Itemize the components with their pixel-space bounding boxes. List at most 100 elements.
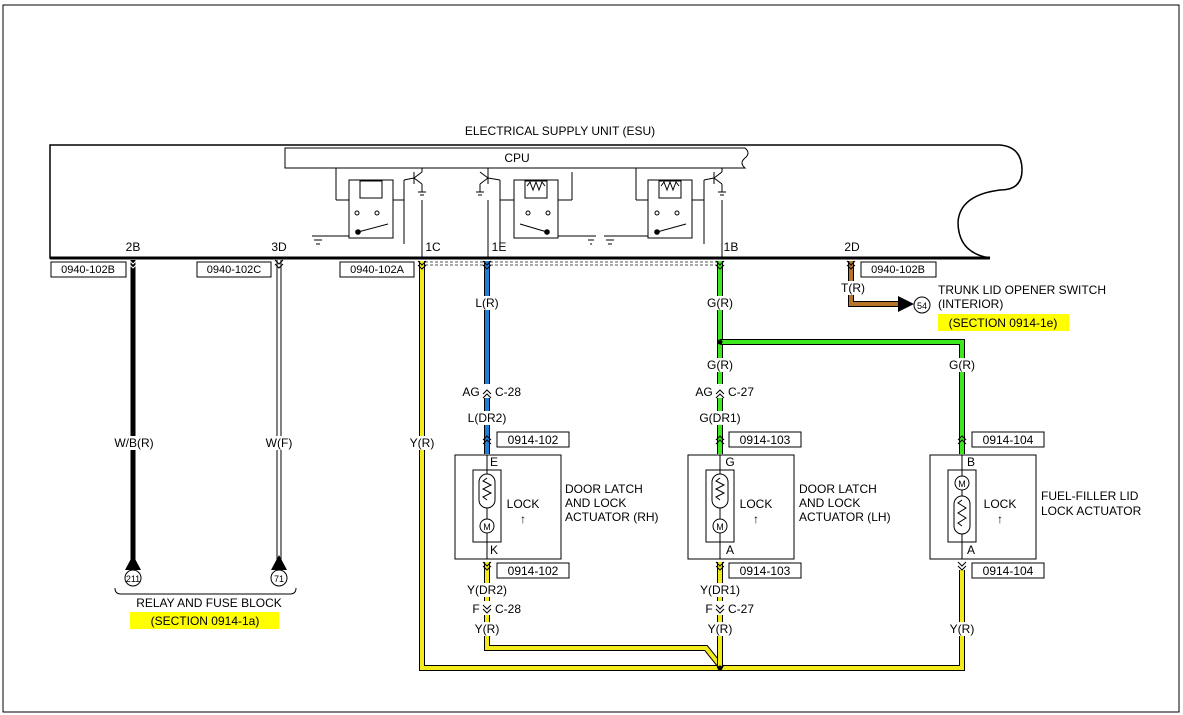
actuator-lh-pin-top: G bbox=[725, 455, 734, 469]
trunk-section: (SECTION 0914-1e) bbox=[949, 316, 1058, 330]
actuator-fuel-filler: M B A LOCK ↑ bbox=[929, 454, 1037, 560]
svg-text:71: 71 bbox=[274, 574, 284, 584]
svg-text:M: M bbox=[483, 522, 491, 532]
svg-text:54: 54 bbox=[917, 301, 927, 311]
wire-label-g-dr1: G(DR1) bbox=[699, 411, 740, 425]
pin-1c: 1C bbox=[425, 240, 441, 254]
wire-brown-2d bbox=[846, 260, 914, 312]
pin-1b: 1B bbox=[724, 240, 739, 254]
splice-ag-c27: AG C-27 bbox=[691, 384, 754, 399]
svg-text:M: M bbox=[958, 479, 966, 489]
connector-shell-dashes bbox=[420, 261, 722, 266]
pin-2b: 2B bbox=[126, 240, 141, 254]
svg-text:0914-103: 0914-103 bbox=[740, 564, 791, 578]
connector-0914-104-bottom: 0914-104 bbox=[957, 561, 1045, 579]
connector-0914-103-top: 0914-103 bbox=[715, 431, 802, 448]
wire-wb-r: W/B(R) bbox=[112, 259, 156, 570]
actuator-lh-pin-bot: A bbox=[726, 543, 734, 557]
svg-text:AG: AG bbox=[462, 385, 479, 399]
svg-text:C-27: C-27 bbox=[728, 602, 754, 616]
actuator-lh-name-2: AND LOCK bbox=[799, 496, 860, 510]
actuator-rh-name-1: DOOR LATCH bbox=[565, 482, 643, 496]
actuator-lh-arrow: ↑ bbox=[753, 512, 759, 526]
wire-label-y-r-rh: Y(R) bbox=[475, 622, 500, 636]
trunk-switch-line2: (INTERIOR) bbox=[938, 297, 1003, 311]
trunk-section-highlight bbox=[938, 314, 1069, 331]
relay-block-section: (SECTION 0914-1a) bbox=[151, 614, 260, 628]
actuator-ff-pin-top: B bbox=[967, 455, 975, 469]
relay-block-label: RELAY AND FUSE BLOCK bbox=[136, 596, 282, 610]
wire-label-g-r-right: G(R) bbox=[949, 358, 975, 372]
svg-text:0914-102: 0914-102 bbox=[508, 564, 559, 578]
svg-text:W/B(R): W/B(R) bbox=[114, 436, 153, 450]
wire-yellow-1c: Y(R) bbox=[407, 260, 965, 671]
esu-title: ELECTRICAL SUPPLY UNIT (ESU) bbox=[465, 124, 655, 138]
wire-label-g-r-mid: G(R) bbox=[707, 358, 733, 372]
actuator-ff-arrow: ↑ bbox=[997, 512, 1003, 526]
splice-ag-c28: AG C-28 bbox=[458, 384, 521, 399]
connector-0940-102c: 0940-102C bbox=[196, 261, 272, 278]
cpu-label: CPU bbox=[504, 151, 529, 165]
actuator-rh-name-2: AND LOCK bbox=[565, 496, 626, 510]
wire-label-t-r: T(R) bbox=[841, 281, 865, 295]
wire-label-y-dr2: Y(DR2) bbox=[467, 583, 507, 597]
connector-0914-103-bottom: 0914-103 bbox=[715, 561, 802, 579]
svg-text:0914-104: 0914-104 bbox=[983, 433, 1034, 447]
svg-text:Y(R): Y(R) bbox=[410, 436, 435, 450]
svg-text:211: 211 bbox=[126, 574, 140, 584]
svg-text:0914-102: 0914-102 bbox=[508, 433, 559, 447]
connector-0914-102-top: 0914-102 bbox=[482, 431, 570, 448]
svg-text:C-28: C-28 bbox=[495, 385, 521, 399]
relay-block-bracket bbox=[114, 587, 297, 595]
actuator-lh-name-1: DOOR LATCH bbox=[799, 482, 877, 496]
relay-3 bbox=[604, 168, 726, 245]
actuator-rh-arrow: ↑ bbox=[520, 512, 526, 526]
wire-label-l-r: L(R) bbox=[475, 296, 498, 310]
svg-text:0914-104: 0914-104 bbox=[983, 564, 1034, 578]
svg-text:0940-102B: 0940-102B bbox=[871, 264, 925, 276]
connector-0940-102b-right: 0940-102B bbox=[860, 261, 937, 278]
wire-label-y-dr1: Y(DR1) bbox=[700, 583, 740, 597]
svg-text:0940-102A: 0940-102A bbox=[350, 264, 404, 276]
actuator-rh-name-3: ACTUATOR (RH) bbox=[565, 510, 659, 524]
svg-text:M: M bbox=[716, 522, 724, 532]
cpu-box bbox=[284, 147, 749, 169]
ref-circle-54: 54 bbox=[913, 296, 931, 314]
wire-label-y-r-lh: Y(R) bbox=[708, 622, 733, 636]
connector-0914-102-bottom: 0914-102 bbox=[482, 561, 570, 579]
svg-text:AG: AG bbox=[695, 385, 712, 399]
svg-text:F: F bbox=[472, 602, 479, 616]
actuator-rh: M E K LOCK ↑ bbox=[454, 454, 562, 560]
svg-text:F: F bbox=[705, 602, 712, 616]
svg-text:C-27: C-27 bbox=[728, 385, 754, 399]
wire-label-l-dr2: L(DR2) bbox=[468, 411, 507, 425]
connector-0940-102b-left: 0940-102B bbox=[50, 261, 127, 278]
actuator-rh-pin-bot: K bbox=[490, 543, 498, 557]
wire-label-g-r-top: G(R) bbox=[707, 296, 733, 310]
svg-text:0914-103: 0914-103 bbox=[740, 433, 791, 447]
actuator-lh: M G A LOCK ↑ bbox=[687, 454, 795, 560]
actuator-lh-lock: LOCK bbox=[740, 497, 773, 511]
actuator-rh-lock: LOCK bbox=[507, 497, 540, 511]
svg-text:0940-102C: 0940-102C bbox=[207, 264, 261, 276]
relay-2 bbox=[476, 168, 596, 245]
actuator-ff-name-1: FUEL-FILLER LID bbox=[1041, 489, 1139, 503]
wire-w-f: W(F) bbox=[263, 259, 295, 570]
trunk-switch-line1: TRUNK LID OPENER SWITCH bbox=[938, 283, 1106, 297]
svg-text:0940-102B: 0940-102B bbox=[61, 264, 115, 276]
splice-f-c27: F C-27 bbox=[701, 601, 761, 616]
ref-circle-211: 211 bbox=[124, 569, 142, 587]
connector-0914-104-top: 0914-104 bbox=[957, 431, 1045, 448]
actuator-rh-pin-top: E bbox=[490, 455, 498, 469]
ref-circle-71: 71 bbox=[270, 569, 288, 587]
actuator-ff-pin-bot: A bbox=[967, 543, 975, 557]
pin-1e: 1E bbox=[492, 240, 507, 254]
actuator-lh-name-3: ACTUATOR (LH) bbox=[799, 510, 891, 524]
connector-0940-102a: 0940-102A bbox=[339, 261, 415, 278]
svg-text:C-28: C-28 bbox=[495, 602, 521, 616]
relay-1 bbox=[312, 168, 426, 245]
relay-block-section-highlight bbox=[130, 612, 279, 629]
ground-junction-dot bbox=[717, 665, 723, 671]
splice-f-c28: F C-28 bbox=[468, 601, 528, 616]
